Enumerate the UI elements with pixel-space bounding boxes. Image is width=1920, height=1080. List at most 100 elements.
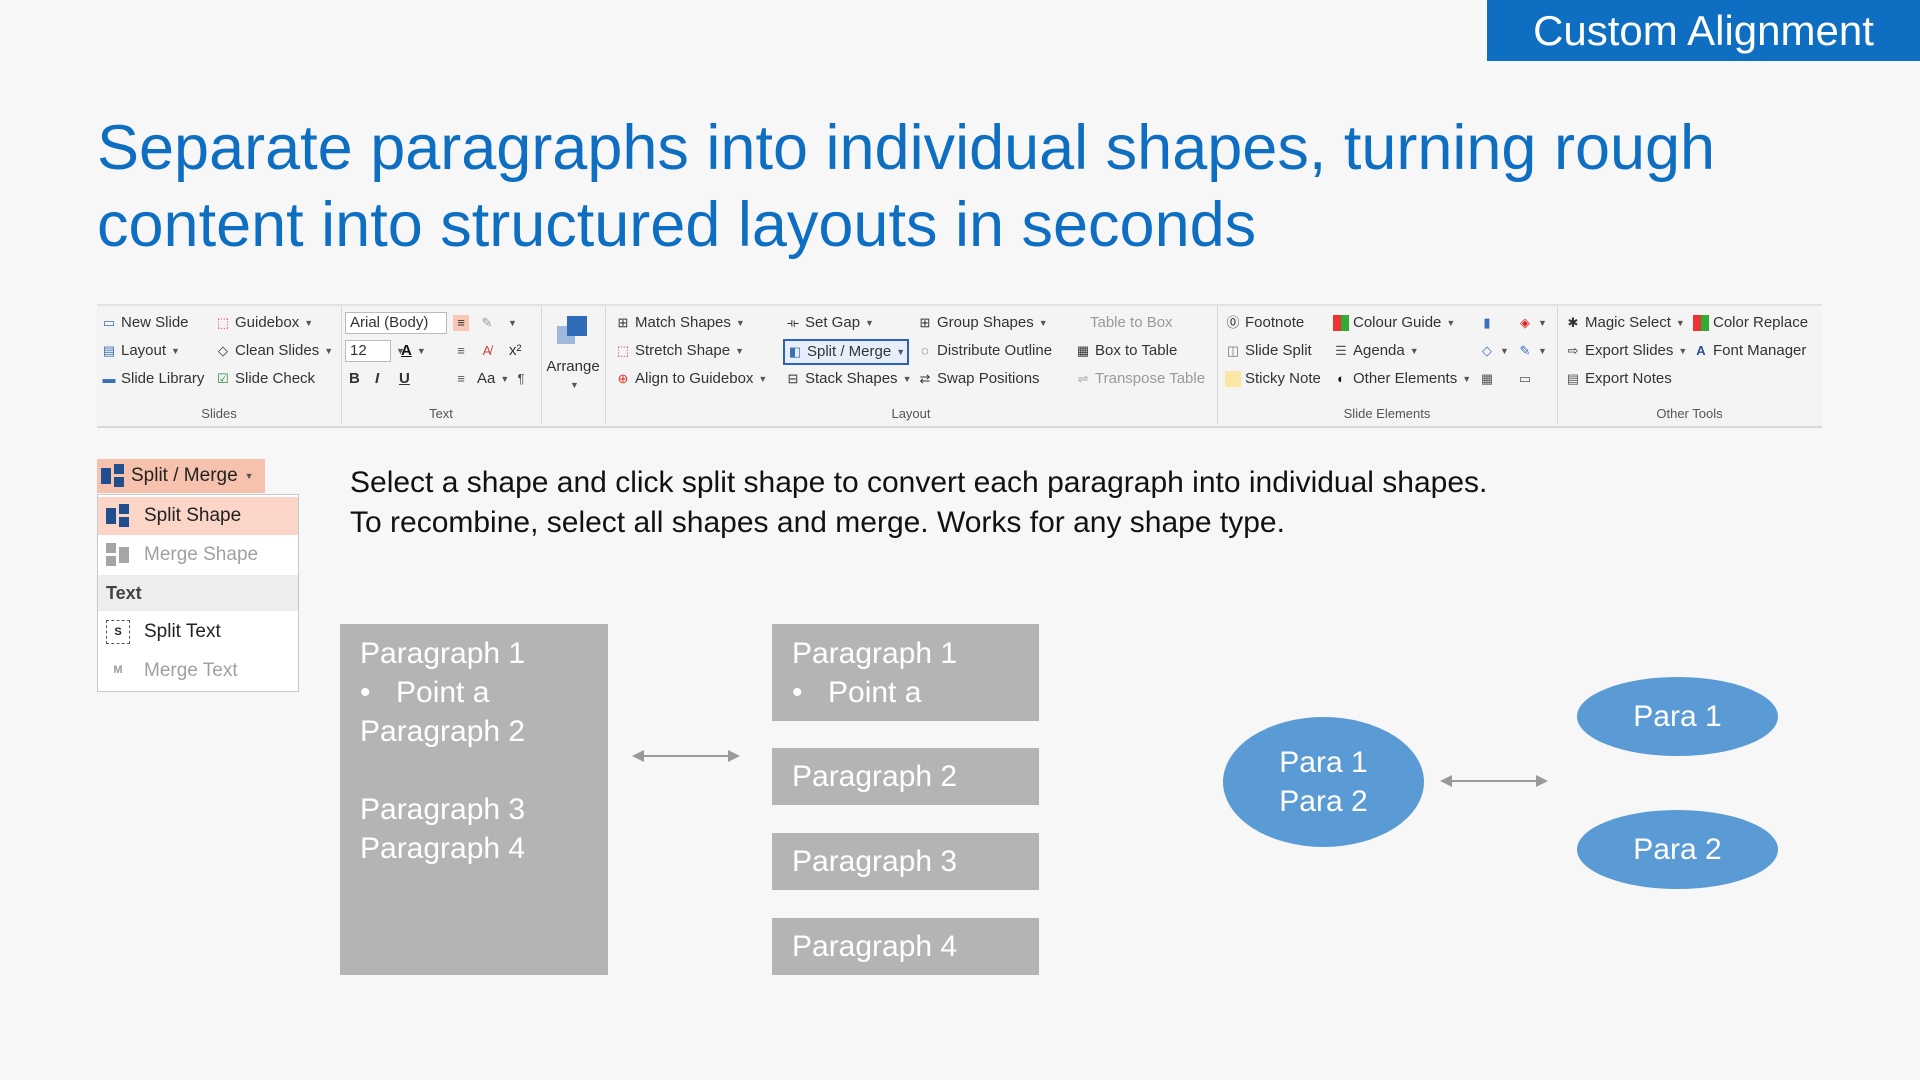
group-shapes-icon: ⊞ bbox=[919, 315, 931, 330]
merge-shape-icon bbox=[106, 543, 130, 567]
split-rectangle-2: Paragraph 2 bbox=[772, 748, 1039, 805]
split-merge-menu: Split Shape Merge Shape Text S Split Tex… bbox=[97, 494, 299, 692]
merged-rectangle: Paragraph 1 •Point a Paragraph 2 Paragra… bbox=[340, 624, 608, 975]
new-slide-button[interactable]: ▭New Slide bbox=[102, 314, 189, 331]
bullet-icon: • bbox=[360, 676, 371, 709]
guidebox-button[interactable]: ⬚Guidebox▼ bbox=[215, 312, 313, 334]
fill-color-button[interactable]: ◈▼ bbox=[1517, 312, 1547, 334]
table-button[interactable]: ▦ bbox=[1479, 368, 1495, 390]
box-to-table-button[interactable]: ▦Box to Table bbox=[1076, 342, 1178, 359]
rectangle-button[interactable]: ▭ bbox=[1517, 368, 1533, 390]
layout-button[interactable]: ▤Layout▼ bbox=[101, 340, 180, 362]
format-painter-button[interactable]: ✎ bbox=[479, 312, 495, 334]
split-merge-ribbon-button[interactable]: ◧Split / Merge▼ bbox=[783, 339, 910, 365]
chevron-down-icon: ▼ bbox=[735, 318, 745, 328]
align-to-guidebox-button[interactable]: ⊕Align to Guidebox▼ bbox=[615, 368, 768, 390]
shape-dropdown-button[interactable]: ◇▼ bbox=[1479, 340, 1509, 362]
font-name-select[interactable]: Arial (Body)▼ bbox=[345, 312, 461, 334]
color-replace-button[interactable]: Color Replace bbox=[1693, 312, 1808, 334]
stretch-shape-icon: ⬚ bbox=[616, 343, 630, 358]
slide-split-button[interactable]: ◫Slide Split bbox=[1226, 342, 1312, 359]
menu-item-merge-shape[interactable]: Merge Shape bbox=[98, 536, 298, 574]
chevron-down-icon: ▼ bbox=[1038, 318, 1048, 328]
swap-positions-button[interactable]: ⇄Swap Positions bbox=[917, 368, 1040, 390]
group-shapes-button[interactable]: ⊞Group Shapes▼ bbox=[917, 312, 1048, 334]
menu-item-merge-text[interactable]: M Merge Text bbox=[98, 652, 298, 690]
menu-item-split-shape[interactable]: Split Shape bbox=[98, 497, 298, 535]
underline-button[interactable]: U bbox=[399, 370, 410, 387]
more-options-button[interactable]: ▼ bbox=[507, 312, 517, 334]
arrange-button[interactable]: Arrange ▼ bbox=[541, 306, 606, 424]
match-shapes-button[interactable]: ⊞Match Shapes▼ bbox=[615, 312, 745, 334]
export-slides-button[interactable]: ⇨Export Slides▼ bbox=[1565, 340, 1688, 362]
chevron-down-icon: ▼ bbox=[1538, 318, 1547, 328]
split-ellipse-2: Para 2 bbox=[1577, 810, 1778, 889]
chevron-down-icon: ▼ bbox=[500, 374, 510, 384]
sticky-note-button[interactable]: Sticky Note bbox=[1225, 368, 1321, 390]
stack-shapes-icon: ⊟ bbox=[787, 371, 799, 386]
split-shape-icon bbox=[101, 464, 125, 488]
arrange-icon bbox=[557, 316, 587, 346]
italic-button[interactable]: I bbox=[375, 370, 380, 387]
font-color-button[interactable]: A▼ bbox=[401, 340, 426, 362]
stack-shapes-button[interactable]: ⊟Stack Shapes▼ bbox=[785, 368, 912, 390]
chevron-down-icon: ▼ bbox=[570, 380, 579, 390]
layout-icon: ▤ bbox=[102, 343, 116, 358]
chart-button[interactable]: ▮ bbox=[1479, 312, 1495, 334]
chevron-down-icon: ▼ bbox=[902, 374, 912, 384]
split-rectangle-3: Paragraph 3 bbox=[772, 833, 1039, 890]
center-align-button[interactable]: ≡ bbox=[453, 340, 469, 362]
clean-slides-button[interactable]: ◇Clean Slides▼ bbox=[215, 340, 333, 362]
export-notes-button[interactable]: ▤Export Notes bbox=[1566, 370, 1672, 387]
other-elements-button[interactable]: ◐Other Elements▼ bbox=[1333, 368, 1471, 390]
magic-select-button[interactable]: ✱Magic Select▼ bbox=[1565, 312, 1685, 334]
agenda-button[interactable]: ☰Agenda▼ bbox=[1333, 340, 1418, 362]
double-arrow-icon bbox=[1440, 775, 1548, 787]
split-shape-icon: ◧ bbox=[788, 344, 802, 359]
chevron-down-icon: ▼ bbox=[396, 346, 405, 356]
justify-button[interactable]: ≡ bbox=[453, 368, 469, 390]
font-size-select[interactable]: 12▼ bbox=[345, 340, 405, 362]
ribbon-toolbar: ▭New Slide ▤Layout▼ ▬Slide Library ⬚Guid… bbox=[97, 304, 1822, 428]
split-merge-dropdown-button[interactable]: Split / Merge ▼ bbox=[97, 459, 265, 493]
ribbon-group-text: Arial (Body)▼ ≡ ✎ ▼ 12▼ A▼ ≡ A̸ x² B I U… bbox=[341, 306, 542, 424]
clear-format-icon: A̸ bbox=[482, 343, 492, 358]
agenda-icon: ☰ bbox=[1335, 343, 1347, 358]
ribbon-group-slides: ▭New Slide ▤Layout▼ ▬Slide Library ⬚Guid… bbox=[97, 306, 342, 424]
slide-title: Separate paragraphs into individual shap… bbox=[97, 110, 1857, 264]
colour-guide-button[interactable]: Colour Guide▼ bbox=[1333, 312, 1455, 334]
bold-button[interactable]: B bbox=[349, 370, 360, 387]
notes-icon: ▤ bbox=[1566, 371, 1580, 386]
menu-section-text: Text bbox=[98, 575, 298, 611]
stretch-shape-button[interactable]: ⬚Stretch Shape▼ bbox=[615, 340, 744, 362]
transpose-table-button[interactable]: ⇌Transpose Table bbox=[1075, 368, 1206, 390]
box-to-table-icon: ▦ bbox=[1076, 343, 1090, 358]
split-rectangle-1: Paragraph 1 •Point a bbox=[772, 624, 1039, 721]
set-gap-button[interactable]: ⟛Set Gap▼ bbox=[785, 312, 874, 334]
paragraph-button[interactable]: ¶ bbox=[513, 368, 529, 390]
clear-format-button[interactable]: A̸ bbox=[479, 340, 495, 362]
chevron-down-icon: ▼ bbox=[1446, 318, 1456, 328]
menu-item-split-text[interactable]: S Split Text bbox=[98, 613, 298, 651]
chevron-down-icon: ▼ bbox=[1462, 374, 1472, 384]
change-case-button[interactable]: Aa▼ bbox=[477, 368, 509, 390]
chevron-down-icon: ▼ bbox=[508, 318, 517, 328]
chevron-down-icon: ▼ bbox=[244, 471, 254, 481]
superscript-button[interactable]: x² bbox=[509, 342, 522, 359]
description: Select a shape and click split shape to … bbox=[350, 463, 1650, 543]
ribbon-group-other-tools: ✱Magic Select▼ ⇨Export Slides▼ ▤Export N… bbox=[1557, 306, 1822, 424]
distribute-outline-button[interactable]: ◌Distribute Outline bbox=[917, 340, 1052, 362]
edit-button[interactable]: ✎▼ bbox=[1517, 340, 1547, 362]
slide-check-button[interactable]: ☑Slide Check bbox=[215, 368, 315, 390]
guidebox-icon: ⬚ bbox=[216, 315, 230, 330]
bullet-icon: • bbox=[792, 676, 803, 709]
split-rectangle-4: Paragraph 4 bbox=[772, 918, 1039, 975]
chevron-down-icon: ▼ bbox=[1678, 346, 1688, 356]
slide-library-button[interactable]: ▬Slide Library bbox=[102, 370, 205, 387]
bar-chart-icon: ▮ bbox=[1483, 315, 1491, 330]
table-to-box-button[interactable]: Table to Box bbox=[1090, 314, 1173, 331]
align-left-button[interactable]: ≡ bbox=[453, 312, 469, 334]
group-label-text: Text bbox=[429, 406, 453, 421]
